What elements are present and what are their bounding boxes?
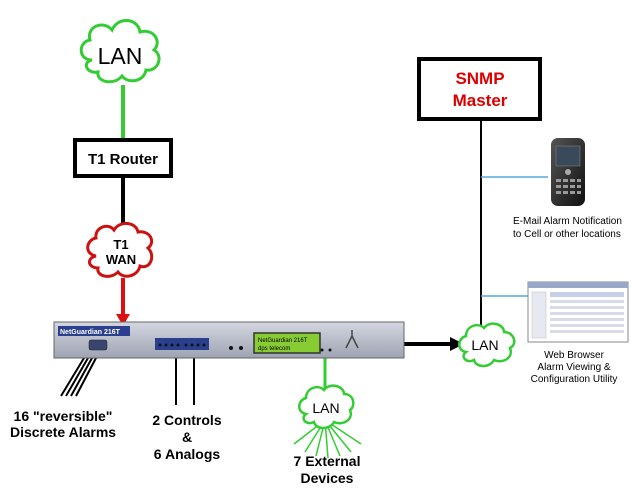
- t1-wan-cloud: T1 WAN: [86, 222, 154, 278]
- netguardian-device: NetGuardian 216T NetGuardian 216T dps te…: [53, 321, 405, 359]
- web-browser-line3: Configuration Utility: [531, 374, 618, 385]
- dps-logo-icon: [345, 330, 359, 349]
- web-browser-line1: Web Browser: [544, 350, 605, 361]
- discrete-alarm-wires: [60, 357, 97, 397]
- cell-phone-icon: [551, 138, 585, 206]
- snmp-label-line2: Master: [453, 91, 508, 110]
- lan-cloud-bottom: LAN: [298, 384, 355, 430]
- t1-router-label: T1 Router: [88, 151, 158, 168]
- controls-label-line1: 2 Controls: [152, 412, 221, 428]
- t1-wan-label-line2: WAN: [106, 252, 136, 267]
- lan-top-label: LAN: [98, 43, 143, 69]
- controls-label-line2: &: [182, 429, 192, 445]
- alarms-label-line1: 16 "reversible": [14, 408, 113, 424]
- lan-right-label: LAN: [471, 337, 498, 353]
- devices-label-line2: Devices: [301, 470, 354, 486]
- email-notification-line2: to Cell or other locations: [513, 229, 621, 240]
- web-browser-thumbnail-icon: [527, 281, 629, 343]
- snmp-label-line1: SNMP: [455, 69, 504, 88]
- devices-label-line1: 7 External: [294, 453, 361, 469]
- control-analog-wires: [175, 358, 195, 405]
- lcd-line1: NetGuardian 216T: [258, 338, 308, 344]
- alarms-label-line2: Discrete Alarms: [10, 424, 116, 440]
- device-lcd: [253, 332, 321, 354]
- lan-cloud-right: LAN: [458, 322, 516, 368]
- wan-arrow-head: [116, 314, 130, 326]
- device-lan-arrow-head: [450, 337, 464, 351]
- lan-cloud-top: LAN: [79, 19, 161, 84]
- email-notification-line1: E-Mail Alarm Notification: [513, 216, 622, 227]
- t1-router-box: T1 Router: [73, 138, 173, 178]
- device-brand-label: NetGuardian 216T: [60, 329, 121, 336]
- t1-wan-label-line1: T1: [113, 237, 128, 252]
- lcd-line2: dps telecom: [258, 346, 290, 352]
- controls-label-line3: 6 Analogs: [154, 446, 221, 462]
- web-browser-line2: Alarm Viewing &: [537, 362, 611, 373]
- lan-bottom-label: LAN: [312, 400, 339, 416]
- snmp-master-box: SNMP Master: [417, 57, 542, 121]
